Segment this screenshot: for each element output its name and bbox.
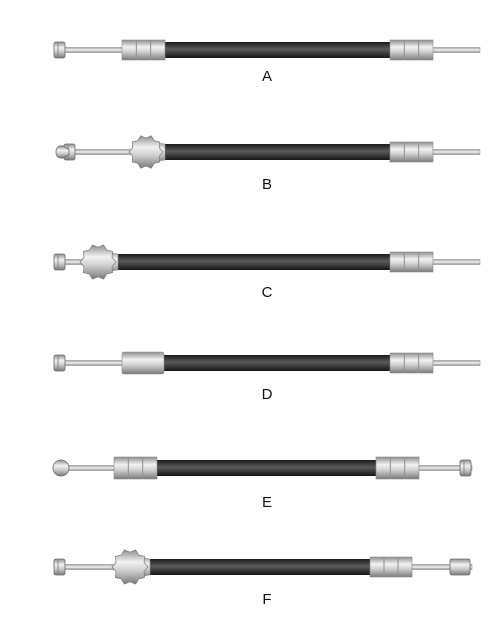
knurled-nut-icon bbox=[128, 135, 164, 169]
cable-label-c: C bbox=[261, 284, 273, 301]
cable-housing bbox=[108, 254, 392, 270]
cable-d bbox=[53, 351, 481, 375]
knurled-nut-icon bbox=[111, 549, 149, 585]
barrel-nipple-icon bbox=[53, 354, 66, 372]
ferrule-icon bbox=[121, 39, 166, 61]
cable-a bbox=[53, 39, 481, 61]
cable-housing bbox=[158, 144, 392, 160]
cable-label-b: B bbox=[261, 176, 272, 193]
ferrule-icon bbox=[389, 141, 434, 163]
end-cap-icon bbox=[449, 558, 471, 576]
cable-label-e: E bbox=[261, 494, 272, 511]
ball-nipple-icon bbox=[52, 459, 70, 477]
barrel-nipple-icon bbox=[53, 558, 66, 576]
barrel-nipple-icon bbox=[459, 459, 472, 477]
cable-f bbox=[53, 549, 473, 585]
cable-e bbox=[52, 456, 473, 480]
cable-housing bbox=[160, 42, 392, 58]
pear-nipple-icon bbox=[55, 145, 70, 159]
cable-label-d: D bbox=[261, 386, 273, 403]
ferrule-icon bbox=[389, 251, 434, 273]
ferrule-icon bbox=[369, 556, 413, 578]
ferrule-icon bbox=[389, 39, 434, 61]
cable-label-f: F bbox=[262, 591, 272, 608]
cable-b bbox=[55, 135, 481, 169]
barrel-nipple-icon bbox=[53, 253, 66, 271]
ferrule-sleeve-icon bbox=[121, 351, 165, 375]
ferrule-icon bbox=[389, 352, 434, 374]
cable-housing bbox=[140, 559, 372, 575]
ferrule-icon bbox=[375, 456, 420, 480]
cable-housing bbox=[152, 460, 378, 476]
barrel-nipple-icon bbox=[53, 41, 66, 59]
cable-c bbox=[53, 244, 481, 280]
cable-label-a: A bbox=[261, 68, 272, 85]
cable-housing bbox=[160, 355, 392, 371]
ferrule-icon bbox=[113, 456, 158, 480]
knurled-nut-icon bbox=[79, 244, 117, 280]
